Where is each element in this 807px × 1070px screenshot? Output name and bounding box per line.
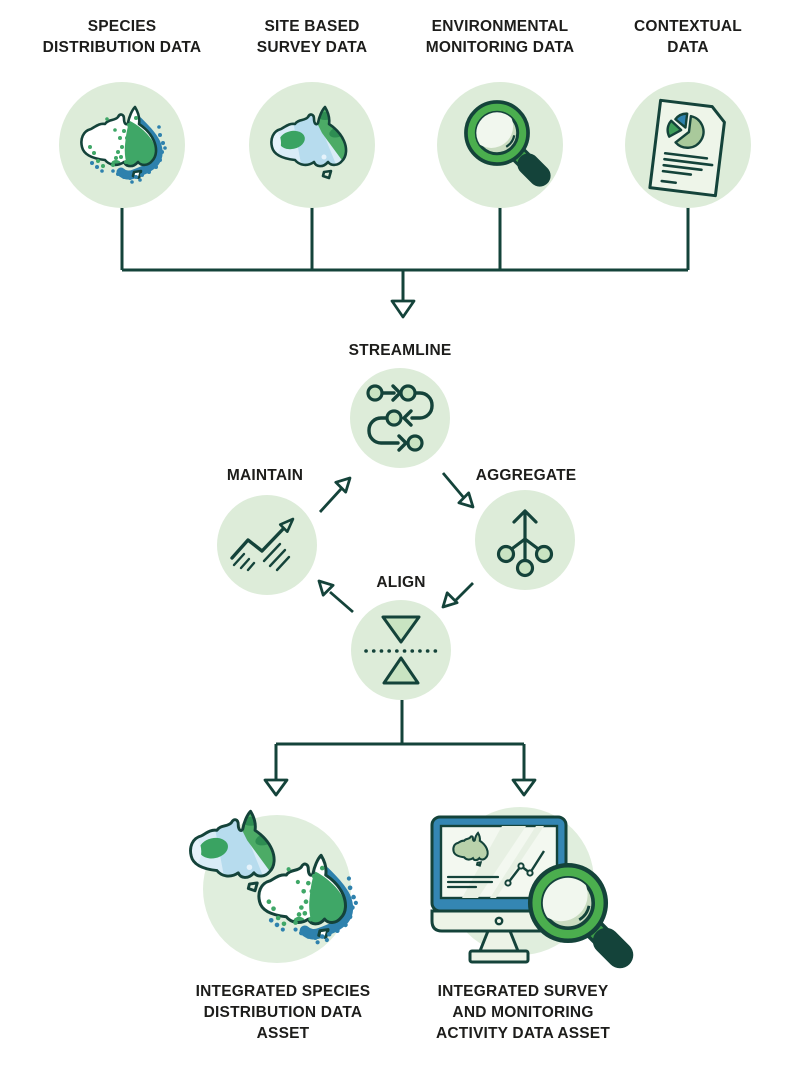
source-label-species-distribution: SPECIES DISTRIBUTION DATA <box>43 16 202 58</box>
pie-chart-icon <box>666 112 705 149</box>
step-label-streamline: STREAMLINE <box>348 342 452 359</box>
label-line: AND MONITORING <box>452 1004 594 1021</box>
label-line: SPECIES <box>87 18 157 35</box>
cycle-arrow-shafts <box>318 472 474 614</box>
step-label-align: ALIGN <box>376 574 426 591</box>
merge-branches-icon <box>475 490 575 590</box>
label-line: ASSET <box>256 1025 310 1042</box>
source-label-site-survey: SITE BASED SURVEY DATA <box>257 16 367 58</box>
output-label-species-asset: INTEGRATED SPECIES DISTRIBUTION DATA ASS… <box>196 981 371 1044</box>
australia-survey-regions-map-icon <box>249 82 375 208</box>
source-label-contextual: CONTEXTUAL DATA <box>634 16 742 58</box>
australia-species-dots-map-icon <box>59 82 185 208</box>
top-merge-connector <box>120 198 690 301</box>
label-line: INTEGRATED SPECIES <box>195 983 371 1000</box>
monitor-with-magnifier-icon <box>430 807 635 971</box>
label-line: DISTRIBUTION DATA <box>203 1004 363 1021</box>
label-line: ENVIRONMENTAL <box>431 18 569 35</box>
down-arrow-icon <box>390 299 416 319</box>
label-line: CONTEXTUAL <box>634 18 742 35</box>
up-left-arrow-icon <box>317 579 335 597</box>
flow-steps-icon <box>350 368 450 468</box>
step-label-aggregate: AGGREGATE <box>475 467 577 484</box>
up-right-arrow-icon <box>334 476 352 494</box>
arrowheads <box>263 299 537 797</box>
label-line: SITE BASED <box>264 18 360 35</box>
align-triangles-icon <box>351 600 451 700</box>
down-left-arrow-icon <box>441 591 459 609</box>
document-text-lines <box>660 151 714 185</box>
label-line: DISTRIBUTION DATA <box>42 39 202 56</box>
down-right-arrow-icon <box>457 491 475 509</box>
output-label-survey-asset: INTEGRATED SURVEY AND MONITORING ACTIVIT… <box>436 981 610 1044</box>
down-arrow-icon <box>263 778 289 797</box>
label-line: SURVEY DATA <box>256 39 368 56</box>
bottom-split-connector <box>274 700 526 780</box>
down-arrow-icon <box>511 778 537 797</box>
label-line: MONITORING DATA <box>425 39 575 56</box>
magnifying-glass-icon <box>437 82 563 208</box>
label-line: INTEGRATED SURVEY <box>437 983 609 1000</box>
label-line: DATA <box>667 39 709 56</box>
step-label-maintain: MAINTAIN <box>226 467 304 484</box>
source-label-environmental-monitoring: ENVIRONMENTAL MONITORING DATA <box>426 16 575 58</box>
label-line: ACTIVITY DATA ASSET <box>435 1025 611 1042</box>
combined-australia-maps-icon <box>168 797 398 963</box>
document-pie-chart-icon <box>625 82 751 208</box>
magnifying-glass-icon <box>530 865 635 971</box>
trend-chart-icon <box>217 495 317 595</box>
